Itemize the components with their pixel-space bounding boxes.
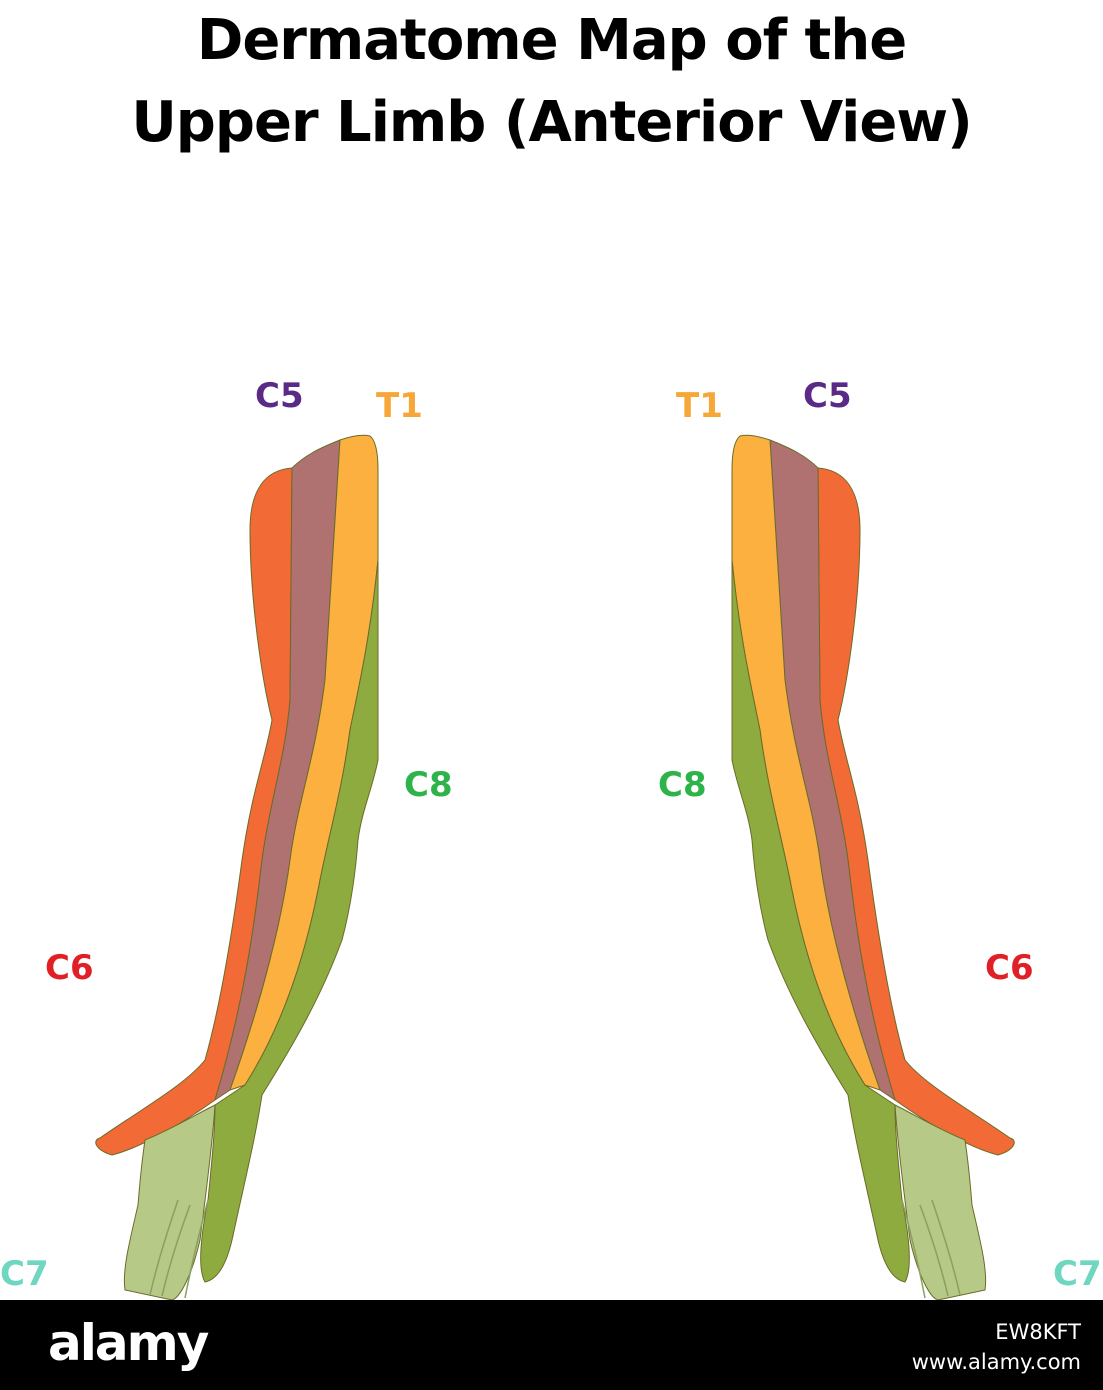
title-line-2: Upper Limb (Anterior View) (131, 90, 972, 155)
footer-logo: alamy (48, 1314, 209, 1372)
footer-image-id: EW8KFT (995, 1320, 1081, 1344)
right-label-c7: C7 (1053, 1254, 1102, 1294)
right-label-c8: C8 (658, 765, 707, 805)
footer-url: www.alamy.com (911, 1350, 1081, 1374)
left-label-c5: C5 (255, 376, 304, 416)
right-arm (731, 434, 1015, 1300)
right-arm-finger-lines (901, 1199, 961, 1299)
watermark-footer: alamy EW8KFT www.alamy.com (0, 1300, 1103, 1390)
left-label-c6: C6 (45, 948, 94, 988)
left-label-c7: C7 (0, 1254, 49, 1294)
left-arm-c7-band (123, 1104, 216, 1300)
left-arm (95, 434, 379, 1300)
left-label-c8: C8 (404, 765, 453, 805)
right-arm-c8-band (731, 469, 910, 1283)
right-label-c6: C6 (985, 948, 1034, 988)
left-arm-finger-lines (149, 1199, 209, 1299)
page-title: Dermatome Map of the Upper Limb (Anterio… (0, 0, 1103, 164)
right-label-t1: T1 (676, 386, 723, 426)
dermatome-diagram (95, 434, 1015, 1300)
left-label-t1: T1 (376, 386, 423, 426)
right-label-c5: C5 (803, 376, 852, 416)
right-arm-c7-band (894, 1104, 987, 1300)
title-line-1: Dermatome Map of the (196, 8, 907, 73)
left-arm-c8-band (200, 469, 379, 1283)
